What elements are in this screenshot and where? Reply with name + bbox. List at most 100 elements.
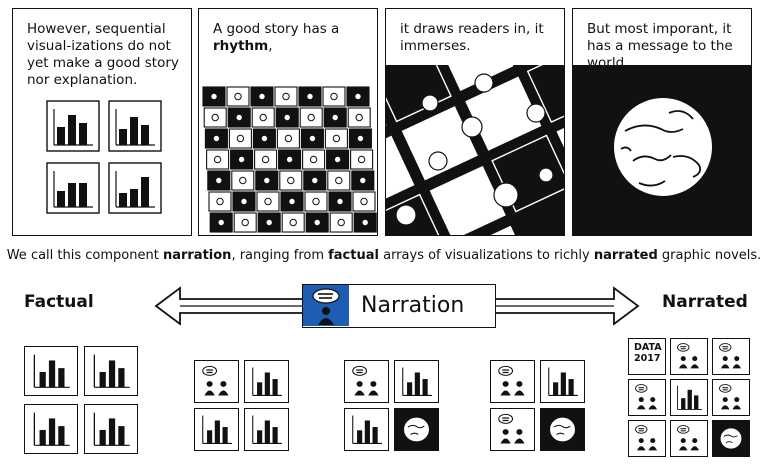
rhythm-dot [361, 218, 369, 227]
panel-caption: it draws readers in, it immerses. [400, 21, 544, 54]
panel-drawing [352, 365, 379, 396]
rhythm-dot [313, 218, 321, 227]
rhythm-dot [263, 176, 271, 185]
rhythm-dot [234, 92, 242, 101]
panel-drawing [549, 416, 576, 443]
rhythm-dot [357, 155, 366, 164]
panel-drawing [635, 384, 658, 410]
rhythm-dot [354, 92, 362, 101]
rhythm-dot [284, 134, 293, 143]
rhythm-dot [337, 218, 345, 227]
panel-drawing [548, 367, 578, 396]
rhythm-dot [236, 134, 245, 143]
example-globe-panel [394, 408, 439, 451]
rhythm-dot [241, 218, 249, 227]
example-globe-panel [540, 408, 585, 451]
rhythm-dot [265, 218, 273, 227]
immersive-tiles [386, 65, 564, 235]
panel-drawing [252, 367, 282, 396]
panel-drawing [402, 367, 432, 396]
panel-message: But most imporant, it has a message to t… [572, 8, 752, 236]
rhythm-dot [309, 155, 318, 164]
rhythm-dot [355, 113, 363, 122]
rhythm-dot [289, 218, 297, 227]
rhythm-dot [282, 92, 290, 101]
rhythm-dot [213, 155, 222, 164]
example-chart-panel [540, 360, 585, 403]
panel-immerse: it draws readers in, it immerses. [385, 8, 565, 236]
panel-drawing [719, 384, 742, 410]
panel-drawing [498, 365, 525, 396]
rhythm-dot [308, 134, 317, 143]
panel-bar-charts [46, 100, 162, 214]
rhythm-grid [202, 86, 377, 233]
example-chart-panel [394, 360, 439, 403]
example-factual-chart [84, 404, 138, 454]
rhythm-dot [283, 113, 291, 122]
panel-drawing [252, 415, 282, 444]
example-character-panel [490, 360, 535, 403]
rhythm-dot [332, 134, 341, 143]
example-character-panel [712, 338, 750, 375]
panel-drawing [498, 413, 525, 444]
rhythm-dot [356, 134, 365, 143]
rhythm-dot [331, 113, 339, 122]
rhythm-dot [235, 113, 243, 122]
label-factual: Factual [24, 292, 94, 312]
panel-drawing [403, 416, 430, 443]
panel-drawing [635, 425, 658, 451]
example-character-panel [344, 360, 389, 403]
panel-sequential: However, sequential visual-izations do n… [12, 8, 192, 236]
example-character-panel [712, 379, 750, 416]
rhythm-dot [217, 218, 225, 227]
rhythm-dot [285, 155, 294, 164]
example-globe-panel [712, 420, 750, 457]
rhythm-dot [360, 197, 368, 206]
rhythm-dot [212, 134, 221, 143]
world-globe-illustration [573, 65, 751, 235]
panel-rhythm: A good story has a rhythm, [198, 8, 378, 236]
rhythm-dot [335, 176, 343, 185]
panel-drawing [677, 425, 700, 451]
example-factual-chart [24, 346, 78, 396]
panel-drawing [719, 343, 742, 369]
label-narrated: Narrated [662, 292, 748, 312]
rhythm-dot [311, 176, 319, 185]
example-character-panel [490, 408, 535, 451]
rhythm-dot [211, 113, 219, 122]
panel-drawing [719, 427, 743, 450]
rhythm-dot [240, 197, 248, 206]
narrator-icon [303, 285, 349, 326]
panel-drawing [93, 354, 130, 388]
rhythm-dot [215, 176, 223, 185]
example-character-panel [194, 360, 239, 403]
rhythm-dot [210, 92, 218, 101]
panel-drawing [352, 415, 382, 444]
rhythm-dot [237, 155, 246, 164]
rhythm-dot [330, 92, 338, 101]
rhythm-dot [216, 197, 224, 206]
narration-title: Narration [361, 293, 465, 318]
example-chart-panel [344, 408, 389, 451]
rhythm-dot [239, 176, 247, 185]
example-chart-panel [244, 360, 289, 403]
example-character-panel [628, 379, 666, 416]
rhythm-dot [312, 197, 320, 206]
rhythm-dot [336, 197, 344, 206]
rhythm-dot [359, 176, 367, 185]
rhythm-dot [333, 155, 342, 164]
panel-drawing [202, 365, 229, 396]
panel-caption: However, sequential visual-izations do n… [27, 21, 179, 88]
rhythm-dot [261, 155, 270, 164]
example-character-panel [670, 420, 708, 457]
panel-drawing [33, 412, 70, 446]
narration-definition: We call this component narration, rangin… [6, 248, 762, 263]
example-character-panel [628, 420, 666, 457]
panel-drawing [677, 385, 702, 410]
panel-drawing [202, 415, 232, 444]
panel-drawing [33, 354, 70, 388]
panel-caption: A good story has a rhythm, [213, 21, 340, 54]
panel-drawing [93, 412, 130, 446]
rhythm-dot [306, 92, 314, 101]
rhythm-dot [264, 197, 272, 206]
